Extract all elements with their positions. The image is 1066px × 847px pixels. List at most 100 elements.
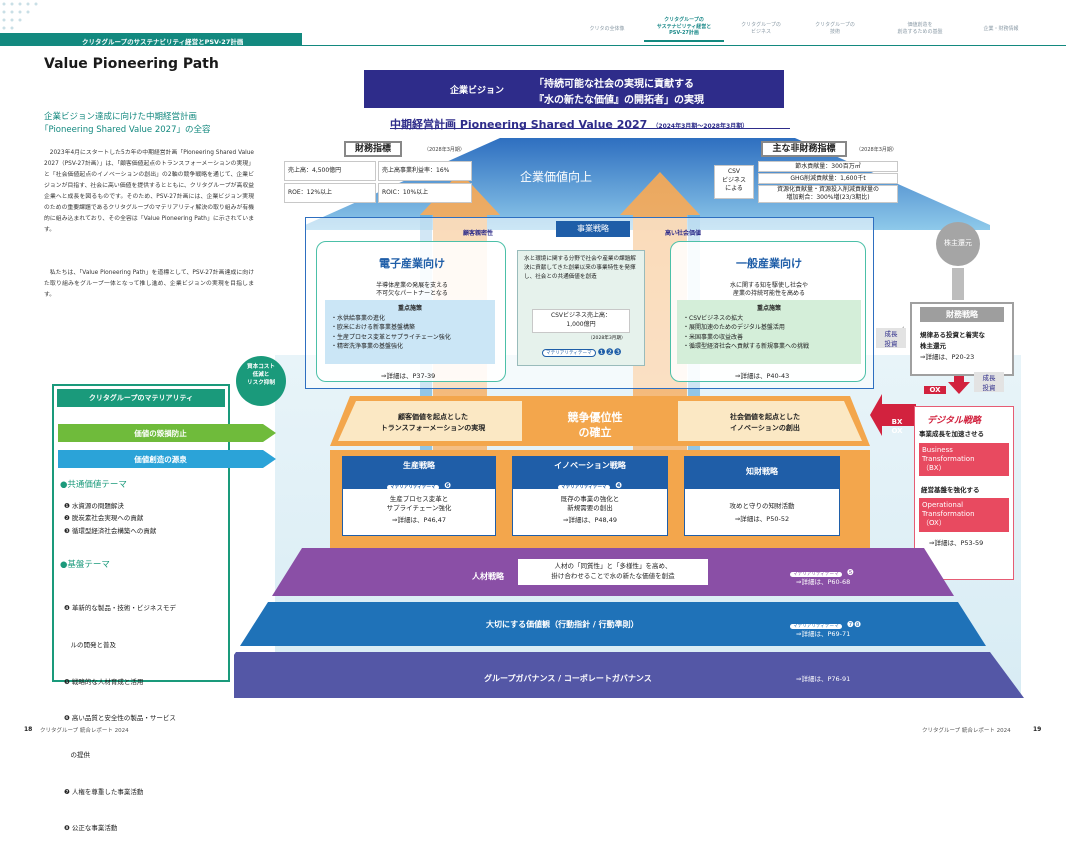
electronics-focus-box: 重点施策 ・水供給事業の進化 ・欧米における新事業基盤構築 ・生産プロセス変革と…: [325, 300, 495, 364]
nf-ghg: GHG削減貢献量：1,600千t: [758, 173, 898, 184]
innovation-strategy-ref[interactable]: ⇒詳細は、P48,49: [563, 515, 617, 524]
body-paragraph-2: 私たちは、「Value Pioneering Path」を道標として、PSV-2…: [44, 270, 254, 298]
common-theme-list: ❶ 水資源の問題解決 ❷ 脱炭素社会実現への貢献 ❸ 循環型経済社会構築への貢献: [64, 500, 156, 537]
governance-layer: [234, 652, 1024, 698]
nav-item-foundation[interactable]: 価値創造を 創造するための基盤: [897, 22, 943, 35]
center-csv-panel: 水と環境に関する分野で社会や産業の課題解決に貢献してきた創業以来の事業特性を発揮…: [517, 250, 645, 366]
governance-ref[interactable]: ⇒詳細は、P76-91: [796, 675, 851, 683]
innovation-strategy-desc: 既存の事業の強化と 新規需要の創出: [560, 495, 620, 513]
list-item: ❻ 高い品質と安全性の製品・サービス: [64, 714, 176, 723]
nav-item-technology[interactable]: クリタグループの 技術: [815, 22, 855, 35]
vision-line-2: 『水の新たな価値』の開拓者」の実現: [534, 95, 704, 106]
list-item: ❷ 脱炭素社会実現への貢献: [64, 514, 144, 523]
header-divider: [302, 45, 1066, 46]
hr-desc-line1: 人材の「同質性」と「多様性」を高め、: [554, 562, 672, 570]
footer-left-page: 18: [24, 726, 33, 733]
materiality-number: ❺: [846, 568, 854, 577]
nonfinancial-title: 主な非財務指標: [761, 141, 847, 157]
ip-strategy-desc: 攻めと守りの知財活動: [729, 502, 795, 510]
nf-resource-line2: 増加割合：300%増(23/3期比): [786, 193, 870, 201]
nf-resource: 資源化貢献量・資源投入削減貢献量の 増加割合：300%増(23/3期比): [758, 185, 898, 203]
base-theme-title: ●基盤テーマ: [60, 560, 110, 570]
nav-item-sustainability[interactable]: クリタグループの サステナビリティ経営と PSV-27計画: [656, 17, 712, 36]
list-item: ❸ 循環型経済社会構築への貢献: [64, 526, 157, 535]
vision-label: 企業ビジョン: [450, 86, 505, 96]
nav-item-financial[interactable]: 企業・財務情報: [983, 26, 1019, 32]
innovation-materiality-tag: マテリアリティテーマ ❹: [513, 471, 667, 492]
csv-sales-period: （2028年3月期）: [588, 336, 626, 341]
electronics-ref[interactable]: ⇒詳細は、P37-39: [381, 372, 436, 380]
ip-strategy-ref[interactable]: ⇒詳細は、P50-52: [734, 515, 790, 523]
section-header-bar: クリタグループのサステナビリティ経営とPSV-27計画: [0, 33, 302, 46]
hr-ref[interactable]: ⇒詳細は、P60-68: [796, 578, 851, 586]
fin-strategy-ref[interactable]: ⇒詳細は、P20-23: [920, 353, 975, 361]
common-theme-title: ●共通価値テーマ: [60, 480, 127, 490]
production-strategy-card: 生産戦略 マテリアリティテーマ ❻ 生産プロセス変革と サプライチェーン強化 ⇒…: [342, 456, 496, 536]
general-title: 一般産業向け: [736, 257, 802, 270]
digital-ref[interactable]: ⇒詳細は、P53-59: [929, 538, 984, 547]
nav-item-overview[interactable]: クリタの全体像: [589, 26, 625, 32]
nav-item-business[interactable]: クリタグループの ビジネス: [741, 22, 781, 35]
digital-strategy-title: デジタル戦略: [927, 416, 981, 426]
financial-period: （2028年3月期）: [424, 147, 465, 153]
materiality-title: クリタグループのマテリアリティ: [57, 389, 225, 407]
materiality-arrows: [58, 424, 276, 468]
fin-strategy-desc2: 株主還元: [920, 342, 946, 350]
values-ref[interactable]: ⇒詳細は、P69-71: [796, 630, 851, 638]
materiality-number: ❻: [444, 481, 452, 490]
subtitle-line1: 企業ビジョン達成に向けた中期経営計画: [44, 112, 198, 122]
list-item: ❶ 水資源の問題解決: [64, 502, 124, 510]
fin-strategy-title: 財務戦略: [920, 307, 1004, 322]
financial-indicators-box: 財務指標 （2028年3月期） 売上高：4,500億円 売上高事業利益率：16%…: [284, 141, 472, 203]
materiality-numbers: ❶❷❸: [597, 348, 622, 358]
shareholder-circle: [936, 222, 980, 266]
cost-reduction-badge: 資本コスト 低減と リスク抑制: [236, 356, 286, 406]
csv-sales-label: CSVビジネス売上高：: [550, 312, 612, 319]
electronics-panel: 電子産業向け 半導体産業の発展を支える 不可欠なパートナーとなる 重点施策 ・水…: [316, 241, 506, 382]
values-layer: [240, 602, 986, 646]
center-mission-text: 水と環境に関する分野で社会や産業の課題解決に貢献してきた創業以来の事業特性を発揮…: [524, 256, 636, 280]
general-focus-label: 重点施策: [756, 305, 781, 312]
innovation-strategy-card: イノベーション戦略 マテリアリティテーマ ❹ 既存の事業の強化と 新規需要の創出…: [512, 456, 668, 536]
hr-materiality-tag: マテリアリティテーマ ❺: [790, 560, 854, 579]
innovation-label: 社会価値を起点とした イノベーションの創出: [730, 413, 800, 432]
list-item: ・水供給事業の進化: [331, 315, 386, 322]
csv-sales-value: 1,000億円: [566, 320, 596, 328]
general-ref[interactable]: ⇒詳細は、P40-43: [735, 372, 790, 380]
csv-business-label: CSV ビジネス による: [714, 165, 754, 199]
innovation-strategy-header: イノベーション戦略 マテリアリティテーマ ❹: [513, 457, 667, 492]
fin-revenue: 売上高：4,500億円: [284, 161, 376, 181]
customer-intimacy-label: 顧客親密性: [463, 230, 494, 237]
digital-sub-1: 事業成長を加速させる: [919, 430, 984, 438]
corporate-value-title: 企業価値向上: [520, 170, 593, 184]
down-arrow-outflow: [948, 370, 970, 394]
nonfinancial-period: （2028年3月期）: [856, 147, 897, 153]
growth-investment-1: 成長 投資: [876, 328, 906, 348]
general-desc-2: 産業の持続可能性を高める: [732, 290, 805, 297]
nonfinancial-indicators-box: 主な非財務指標 （2028年3月期） CSV ビジネス による 節水貢献量：30…: [706, 141, 900, 205]
general-desc-1: 水に関する知を駆使し社会や: [729, 282, 808, 289]
cost-reduction-text: 資本コスト 低減と リスク抑制: [247, 364, 275, 386]
list-item: ❺ 戦略的な人材育成と活用: [64, 677, 144, 686]
materiality-tag-label: マテリアリティテーマ: [542, 349, 596, 357]
production-materiality-tag: マテリアリティテーマ ❻: [343, 471, 495, 492]
production-strategy-ref[interactable]: ⇒詳細は、P46,47: [392, 515, 446, 524]
production-strategy-header: 生産戦略 マテリアリティテーマ ❻: [343, 457, 495, 492]
vision-line-1: 「持続可能な社会の実現に貢献する: [534, 79, 694, 90]
csv-sales-box: CSVビジネス売上高： 1,000億円: [532, 309, 630, 333]
ip-strategy-title: 知財戦略: [746, 467, 778, 476]
electronics-desc-1: 半導体産業の発展を支える: [376, 282, 448, 289]
list-item: ・循環型経済社会へ貢献する新規事業への挑戦: [683, 342, 810, 350]
values-title: 大切にする価値観（行動指針 / 行動準則）: [486, 620, 639, 629]
bx-ox-label: BX OX: [891, 418, 903, 435]
body-paragraph-1: 2023年4月にスタートした5カ年の中期経営計画「Pioneering Shar…: [44, 150, 254, 233]
section-title: クリタグループのサステナビリティ経営とPSV-27計画: [82, 38, 244, 46]
general-focus-list: ・CSVビジネスの拡大 ・展開加速のためのデジタル基盤活用 ・米国事業の収益改善…: [677, 312, 861, 351]
list-item: ・CSVビジネスの拡大: [683, 315, 744, 322]
materiality-tag-label: マテリアリティテーマ: [790, 624, 842, 629]
foundation-pyramid: [234, 548, 1024, 698]
innovation-strategy-title: イノベーション戦略: [554, 461, 626, 470]
materiality-tag-label: マテリアリティテーマ: [557, 485, 610, 490]
fin-roic: ROIC：10%以上: [378, 183, 472, 203]
shareholder-return-label: 株主還元: [944, 239, 972, 247]
